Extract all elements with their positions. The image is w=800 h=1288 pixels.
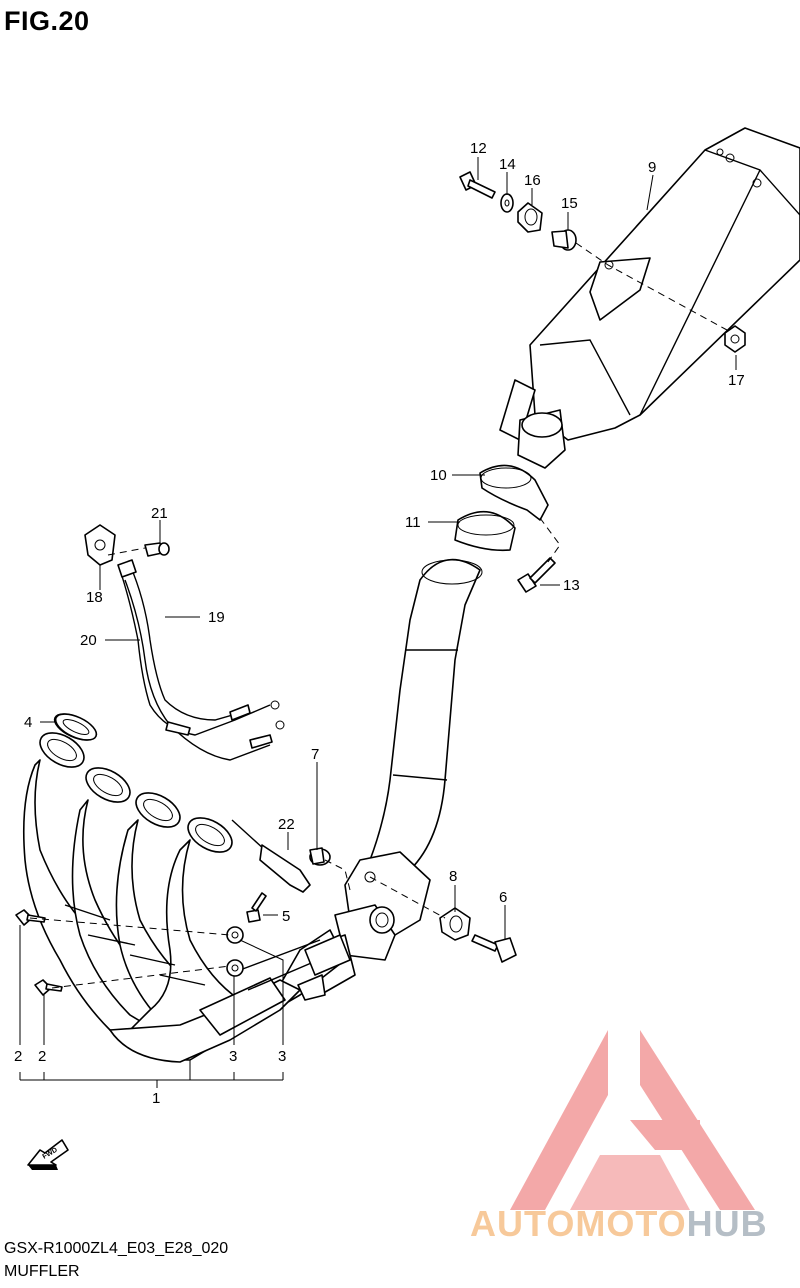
rubber-mount-part-16 (517, 202, 543, 233)
section-name: MUFFLER (4, 1263, 80, 1280)
callout-16: 16 (524, 172, 541, 189)
callout-7: 7 (311, 746, 319, 763)
watermark-logo-icon (510, 1030, 755, 1210)
bolt-part-5 (246, 892, 267, 923)
callout-22: 22 (278, 816, 295, 833)
o2-sensor-part-22 (231, 819, 311, 893)
collar-part-15 (551, 229, 577, 251)
model-code: GSX-R1000ZL4_E03_E28_020 (4, 1240, 229, 1257)
callout-10: 10 (430, 467, 447, 484)
callout-20: 20 (80, 632, 97, 649)
callout-3a: 3 (229, 1048, 237, 1065)
callout-8: 8 (449, 868, 457, 885)
watermark-text: AUTOMOTOHUB (470, 1203, 768, 1245)
bolt-part-12 (459, 171, 496, 199)
callout-2a: 2 (14, 1048, 22, 1065)
nut-part-17 (724, 325, 746, 353)
sensor-harness-part-19-20 (117, 559, 285, 761)
callout-11: 11 (405, 514, 421, 531)
muffler-part-9 (499, 127, 800, 469)
callout-4: 4 (24, 714, 32, 731)
bolt-part-13 (517, 557, 556, 593)
watermark-text-part2: HUB (686, 1203, 768, 1244)
callout-19: 19 (208, 609, 225, 626)
collar-part-7 (309, 847, 331, 866)
callout-numbers: 12 14 16 15 9 17 10 11 13 21 18 20 19 4 … (14, 140, 745, 1107)
washer-part-14 (500, 193, 514, 213)
figure-title: FIG.20 (4, 6, 90, 36)
nut-part-3b (226, 959, 244, 977)
callout-1: 1 (152, 1090, 160, 1107)
bolt-part-6 (471, 934, 517, 963)
callout-5: 5 (282, 908, 290, 925)
callout-15: 15 (561, 195, 578, 212)
exhaust-headers-part-1 (22, 713, 351, 1063)
callout-18: 18 (86, 589, 103, 606)
callout-17: 17 (728, 372, 745, 389)
callout-2b: 2 (38, 1048, 46, 1065)
fwd-arrow-icon: FWD (27, 1139, 69, 1170)
bolt-part-21 (144, 542, 170, 557)
callout-3b: 3 (278, 1048, 286, 1065)
callout-21: 21 (151, 505, 168, 522)
callout-6: 6 (499, 889, 507, 906)
sensor-bracket-part-18 (84, 524, 116, 566)
gasket-part-4 (54, 713, 98, 741)
leader-lines (19, 157, 737, 1088)
callout-14: 14 (499, 156, 516, 173)
callout-9: 9 (648, 159, 656, 176)
rubber-mount-part-8 (439, 907, 471, 941)
callout-12: 12 (470, 140, 487, 157)
watermark-text-part1: AUTOMOTO (470, 1203, 687, 1244)
clamp-part-10 (479, 464, 549, 521)
callout-13: 13 (563, 577, 580, 594)
gasket-part-11 (454, 510, 516, 552)
